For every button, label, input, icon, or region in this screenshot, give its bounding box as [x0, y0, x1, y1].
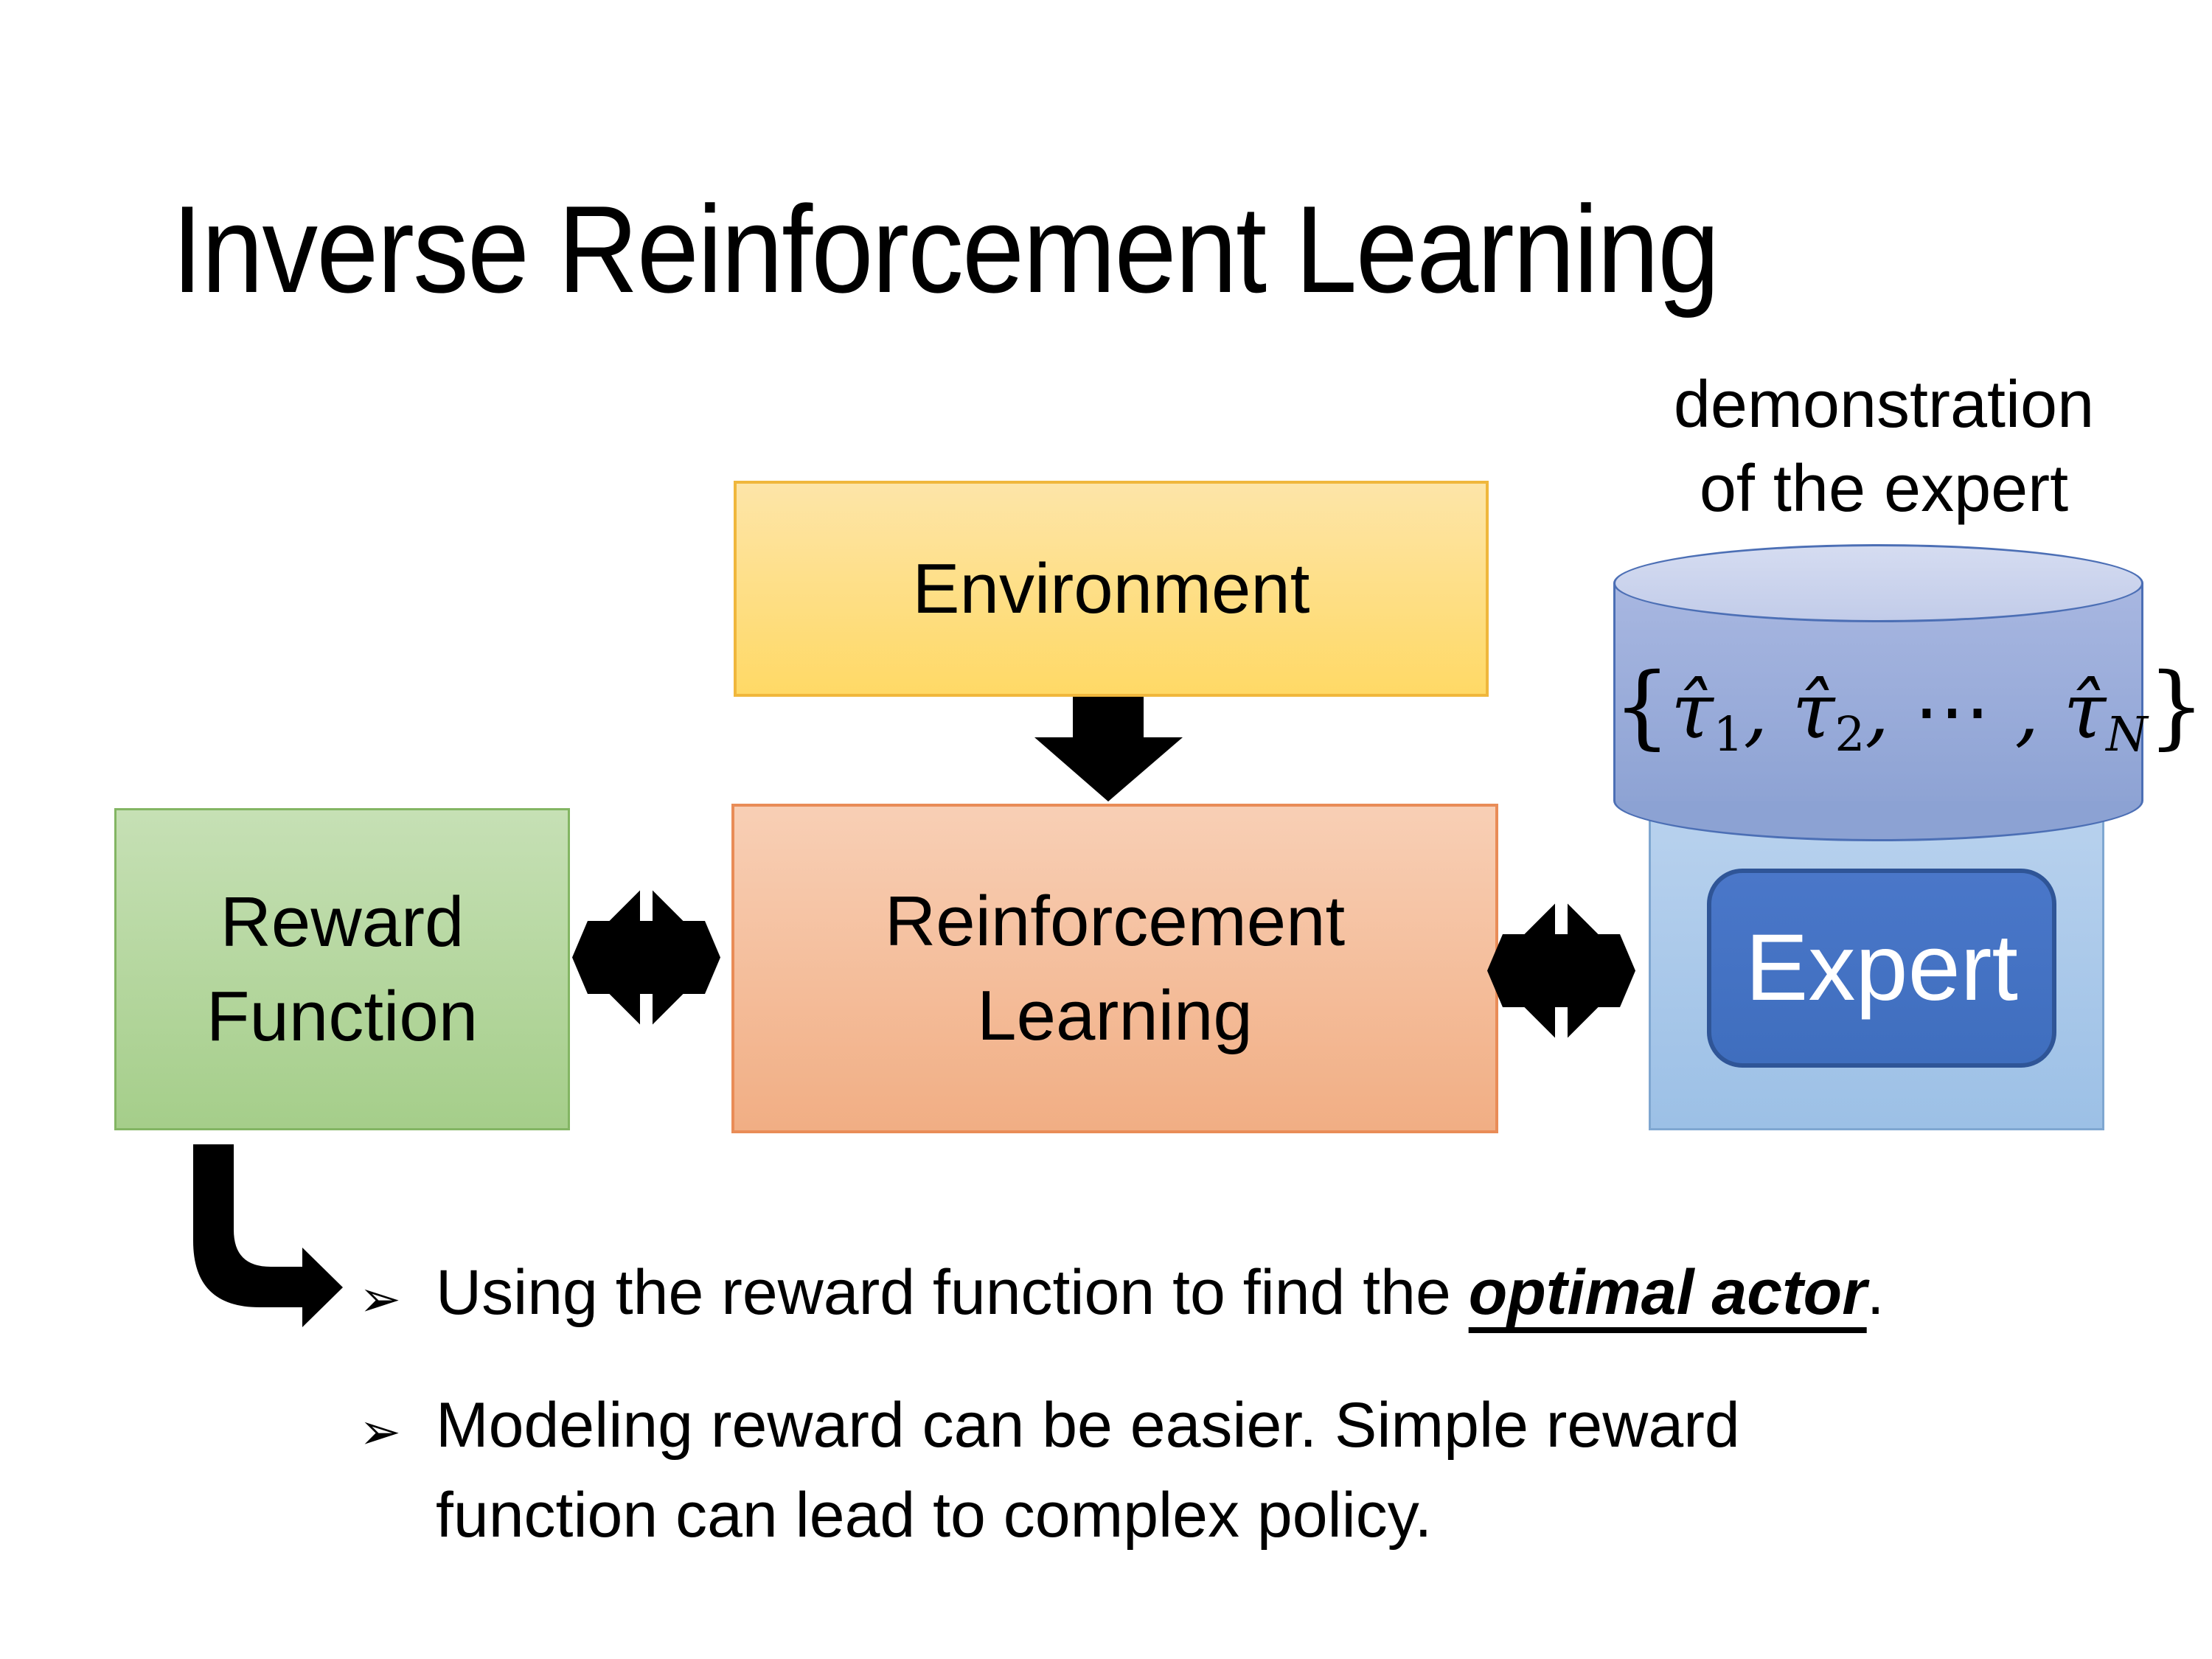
double-arrow-icon: [572, 883, 720, 1032]
elbow-arrow-icon: [193, 1144, 343, 1327]
expert-label: Expert: [1745, 915, 2018, 1020]
formula-tau2: τ̂: [1792, 666, 1835, 756]
bullet-item-2: ➢ Modeling reward can be easier. Simple …: [359, 1380, 1740, 1560]
reward-function-label-line1: Reward: [220, 882, 465, 961]
bullet-2-line1: Modeling reward can be easier. Simple re…: [436, 1390, 1740, 1461]
formula-tau3: τ̂: [2063, 666, 2107, 756]
arrow-bullet-icon: ➢: [359, 1403, 401, 1461]
formula-sep2: , ⋯ ,: [1865, 666, 2064, 756]
bullet-1-emphasis: optimal actor: [1468, 1257, 1867, 1328]
down-arrow-icon: [1034, 697, 1183, 801]
bullet-1-prefix: Using the reward function to find the: [436, 1257, 1469, 1328]
reinforcement-learning-label-line1: Reinforcement: [884, 881, 1346, 961]
reward-function-label-line2: Function: [206, 976, 479, 1056]
bullet-item-1: ➢ Using the reward function to find the …: [359, 1248, 1885, 1345]
environment-label: Environment: [912, 549, 1310, 628]
bullet-1-text: Using the reward function to find the op…: [436, 1248, 1885, 1338]
environment-box: Environment: [734, 481, 1489, 697]
page-title: Inverse Reinforcement Learning: [172, 180, 1719, 319]
demonstration-label-line1: demonstration: [1673, 368, 2095, 442]
bullet-1-suffix: .: [1866, 1257, 1885, 1328]
formula-open-brace: {: [1613, 653, 1672, 759]
formula-sub1: 1: [1713, 707, 1744, 762]
bullet-2-line2: function can lead to complex policy.: [436, 1480, 1433, 1551]
formula-subN: N: [2106, 707, 2148, 762]
formula-close-brace: }: [2147, 653, 2205, 759]
arrow-bullet-icon: ➢: [359, 1270, 401, 1329]
demonstration-label: demonstration of the expert: [1585, 363, 2183, 531]
formula-sep1: ,: [1743, 666, 1792, 756]
trajectory-set-formula: {τ̂1, τ̂2, ⋯ , τ̂N}: [1613, 653, 2205, 762]
reward-function-box: Reward Function: [114, 808, 570, 1130]
double-arrow-icon: [1487, 896, 1635, 1046]
reinforcement-learning-label-line2: Learning: [977, 975, 1253, 1055]
bullet-2-text: Modeling reward can be easier. Simple re…: [436, 1380, 1740, 1560]
database-cylinder-top: [1613, 544, 2143, 622]
expert-box: Expert: [1707, 869, 2056, 1068]
formula-sub2: 2: [1834, 707, 1865, 762]
reinforcement-learning-box: Reinforcement Learning: [731, 804, 1498, 1133]
demonstration-label-line2: of the expert: [1699, 452, 2069, 526]
formula-tau1: τ̂: [1671, 666, 1714, 756]
